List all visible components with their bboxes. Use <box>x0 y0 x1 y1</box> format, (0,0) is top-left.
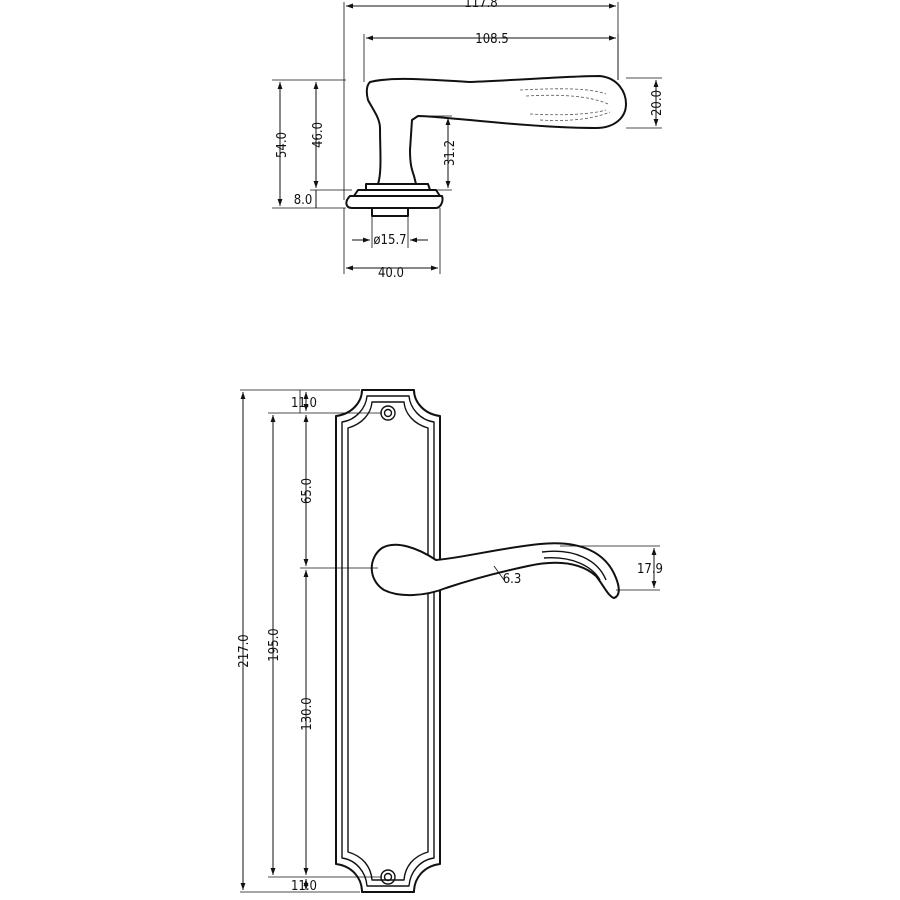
rose-side-profile <box>345 183 444 217</box>
dim-rose-height: 8.0 <box>294 193 313 208</box>
dim-rose-width: 40.0 <box>378 266 404 281</box>
dim-lever-thickness: 6.3 <box>503 572 522 587</box>
dim-overall-height: 54.0 <box>275 132 290 158</box>
dim-bottom-screw-offset: 11.0 <box>291 879 317 894</box>
lever-handle-side-profile <box>365 75 627 185</box>
dim-spindle-diameter: ø15.7 <box>373 233 406 248</box>
dim-top-to-lever: 65.0 <box>300 478 315 504</box>
spindle <box>371 207 409 217</box>
lever-handle-front <box>370 542 620 599</box>
dim-overall-length: 117.8 <box>464 0 497 11</box>
backplate-outline <box>335 389 441 893</box>
backplate-inner-outline <box>341 395 435 887</box>
front-view: 217.0 195.0 11.0 65.0 130.0 11.0 17.9 6.… <box>237 389 663 894</box>
dim-screw-centres: 195.0 <box>267 628 282 661</box>
dim-lever-length: 108.5 <box>475 32 508 47</box>
dim-neck-height: 46.0 <box>311 122 326 148</box>
dim-lever-clearance: 31.2 <box>443 140 458 166</box>
dim-top-screw-offset: 11.0 <box>291 396 317 411</box>
dim-lever-to-bottom: 130.0 <box>300 697 315 730</box>
dim-lever-end-height: 20.0 <box>650 90 665 116</box>
dim-lever-end-height-front: 17.9 <box>637 562 663 577</box>
side-view: 117.8 108.5 20.0 54.0 46.0 31.2 8.0 ø15.… <box>272 0 665 281</box>
dim-total-height: 217.0 <box>237 634 252 667</box>
